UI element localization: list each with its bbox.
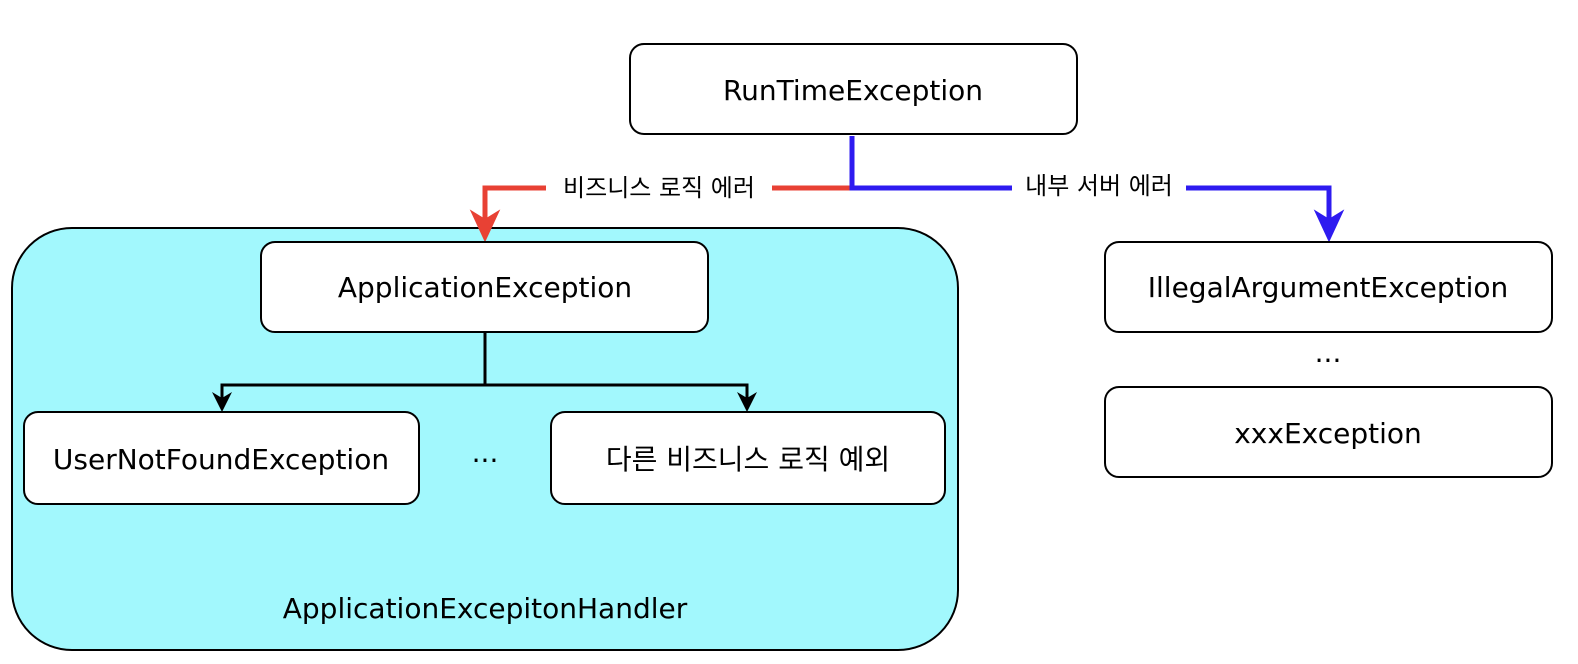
other-business-arrowhead xyxy=(737,392,757,412)
user-not-found-exception-label: UserNotFoundException xyxy=(53,443,389,476)
xxx-exception-node xyxy=(1104,386,1553,478)
app-to-user-not-found-edge xyxy=(220,332,487,398)
illegal-argument-exception-node xyxy=(1104,241,1553,333)
business-error-label: 비즈니스 로직 에러 xyxy=(563,174,755,202)
business-edge-label-bg xyxy=(546,170,772,204)
illegal-argument-exception-label: IllegalArgumentException xyxy=(1148,271,1508,304)
xxx-exception-label: xxxException xyxy=(1234,417,1422,450)
other-business-exception-label: 다른 비즈니스 로직 예외 xyxy=(606,443,890,476)
internal-edge-label-bg xyxy=(1012,170,1186,204)
user-not-found-exception-node xyxy=(23,411,420,505)
other-business-exception-node xyxy=(550,411,946,505)
application-exception-label: ApplicationException xyxy=(338,271,632,304)
internal-error-label: 내부 서버 에러 xyxy=(1025,172,1173,200)
business-error-arrowhead xyxy=(469,209,501,243)
handler-label: ApplicationExcepitonHandler xyxy=(283,592,688,625)
runtime-exception-node xyxy=(629,43,1078,135)
application-exception-node xyxy=(260,241,709,333)
internal-exceptions-ellipsis: ... xyxy=(1315,336,1342,369)
internal-error-arrowhead xyxy=(1313,209,1345,243)
business-children-ellipsis: ... xyxy=(472,436,499,469)
runtime-exception-label: RunTimeException xyxy=(723,74,983,107)
app-to-other-business-edge xyxy=(485,383,749,398)
user-not-found-arrowhead xyxy=(212,392,232,412)
